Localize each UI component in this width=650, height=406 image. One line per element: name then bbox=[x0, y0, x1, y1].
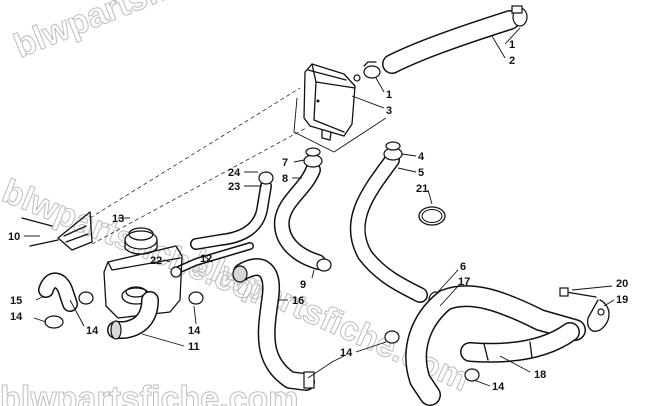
clamp-7 bbox=[303, 147, 323, 168]
callout-label: 20 bbox=[616, 278, 628, 290]
elbow-11 bbox=[107, 291, 159, 340]
clamp-22 bbox=[170, 266, 182, 278]
bracket-19 bbox=[586, 299, 610, 332]
callout-label: 14 bbox=[188, 325, 201, 337]
clamp-4 bbox=[383, 141, 403, 161]
callout-label: 23 bbox=[228, 181, 240, 193]
callout-label: 1 bbox=[509, 39, 515, 51]
callout-label: 6 bbox=[460, 261, 466, 273]
hose-clip-21 bbox=[418, 206, 446, 226]
mounting-bracket bbox=[21, 211, 93, 251]
callout-label: 14 bbox=[86, 325, 99, 337]
hose-16 bbox=[232, 258, 315, 391]
callout-label: 17 bbox=[458, 276, 470, 288]
callout-label: 4 bbox=[418, 151, 425, 163]
clamp-top-right bbox=[511, 5, 528, 27]
callout-label: 1 bbox=[386, 89, 392, 101]
hose-18 bbox=[460, 322, 580, 363]
callout-label: 18 bbox=[534, 369, 546, 381]
callout-label: 2 bbox=[509, 55, 515, 67]
callout-label: 14 bbox=[10, 311, 23, 323]
callout-label: 22 bbox=[150, 255, 162, 267]
callout-labels: 1 2 1 3 4 5 21 7 8 24 23 13 10 22 12 9 1… bbox=[8, 39, 628, 393]
callout-label: 14 bbox=[340, 347, 353, 359]
reservoir-bracket bbox=[293, 97, 387, 153]
clamp-9 bbox=[316, 258, 332, 272]
leader-lines bbox=[24, 27, 615, 387]
callout-label: 13 bbox=[112, 213, 124, 225]
assembly-line bbox=[89, 87, 301, 219]
callout-label: 15 bbox=[10, 295, 22, 307]
hose-8 bbox=[273, 162, 326, 270]
callout-label: 21 bbox=[416, 183, 428, 195]
callout-label: 14 bbox=[492, 381, 505, 393]
bolt-20 bbox=[559, 287, 597, 298]
watermark: blwpartsfiche.com bbox=[0, 380, 299, 406]
hose-12 bbox=[174, 242, 254, 274]
assembly-line bbox=[91, 127, 307, 245]
elbow-15 bbox=[38, 272, 78, 312]
clamp-14-lower bbox=[384, 330, 480, 382]
clamp-reservoir bbox=[353, 61, 381, 82]
filler-cap-13 bbox=[124, 227, 158, 255]
callout-label: 12 bbox=[200, 253, 212, 265]
hose-2 bbox=[382, 10, 520, 74]
callout-label: 3 bbox=[386, 105, 392, 117]
hose-17 bbox=[405, 285, 586, 406]
callout-label: 16 bbox=[292, 295, 304, 307]
callout-label: 24 bbox=[228, 167, 241, 179]
coolant-reservoir bbox=[303, 63, 356, 141]
callout-label: 10 bbox=[8, 231, 20, 243]
hose-23 bbox=[190, 180, 272, 250]
callout-label: 19 bbox=[616, 294, 628, 306]
callout-label: 8 bbox=[282, 173, 288, 185]
callout-label: 11 bbox=[188, 341, 200, 353]
clamp-16-end bbox=[303, 371, 315, 389]
callout-label: 5 bbox=[418, 167, 424, 179]
clamp-14-left bbox=[44, 291, 204, 329]
hose-5 bbox=[349, 152, 428, 303]
clamp-24 bbox=[258, 171, 274, 185]
watermark: blwpartsfiche.com bbox=[9, 0, 300, 65]
callout-label: 7 bbox=[282, 157, 288, 169]
callout-label: 9 bbox=[300, 279, 306, 291]
